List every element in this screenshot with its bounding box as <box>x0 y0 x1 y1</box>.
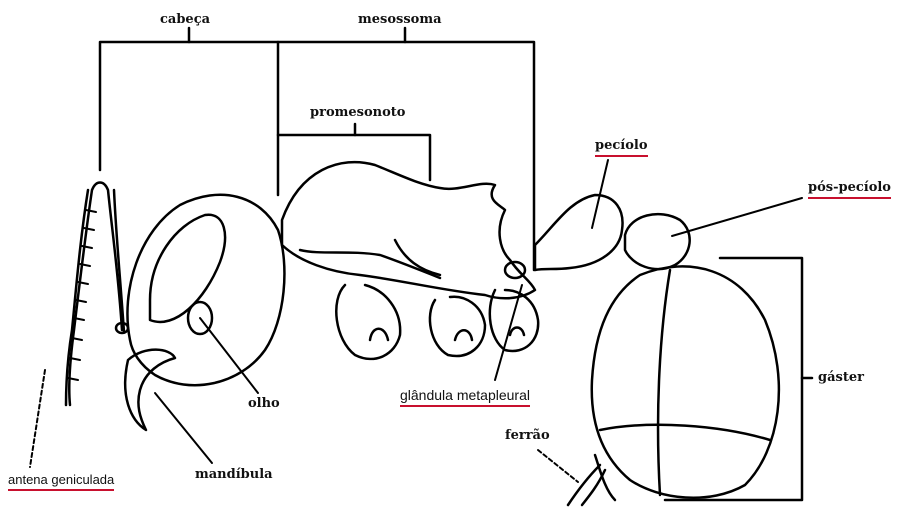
postpetiole <box>625 214 690 269</box>
bracket-cabeca <box>100 28 278 195</box>
label-promesonoto: promesonoto <box>310 105 405 120</box>
label-olho: olho <box>248 396 280 411</box>
label-antena-geniculada: antena geniculada <box>8 472 114 491</box>
label-ferrao: ferrão <box>505 428 550 443</box>
bracket-mesossoma <box>278 28 534 270</box>
label-pos-peciolo: pós-pecíolo <box>808 180 891 199</box>
label-gaster: gáster <box>818 370 864 385</box>
mesosoma <box>282 162 535 298</box>
label-glandula-metapleural: glândula metapleural <box>400 387 530 407</box>
label-peciolo: pecíolo <box>595 138 648 157</box>
legs <box>336 285 538 359</box>
label-cabeca: cabeça <box>160 12 210 27</box>
bracket-gaster <box>665 258 812 500</box>
head <box>125 195 284 430</box>
petiole <box>535 195 623 270</box>
leader-lines <box>30 160 802 482</box>
bracket-promesonoto <box>278 124 430 180</box>
label-mandibula: mandíbula <box>195 467 273 482</box>
label-mesossoma: mesossoma <box>358 12 442 27</box>
antenna <box>66 183 128 406</box>
gaster <box>592 266 779 500</box>
